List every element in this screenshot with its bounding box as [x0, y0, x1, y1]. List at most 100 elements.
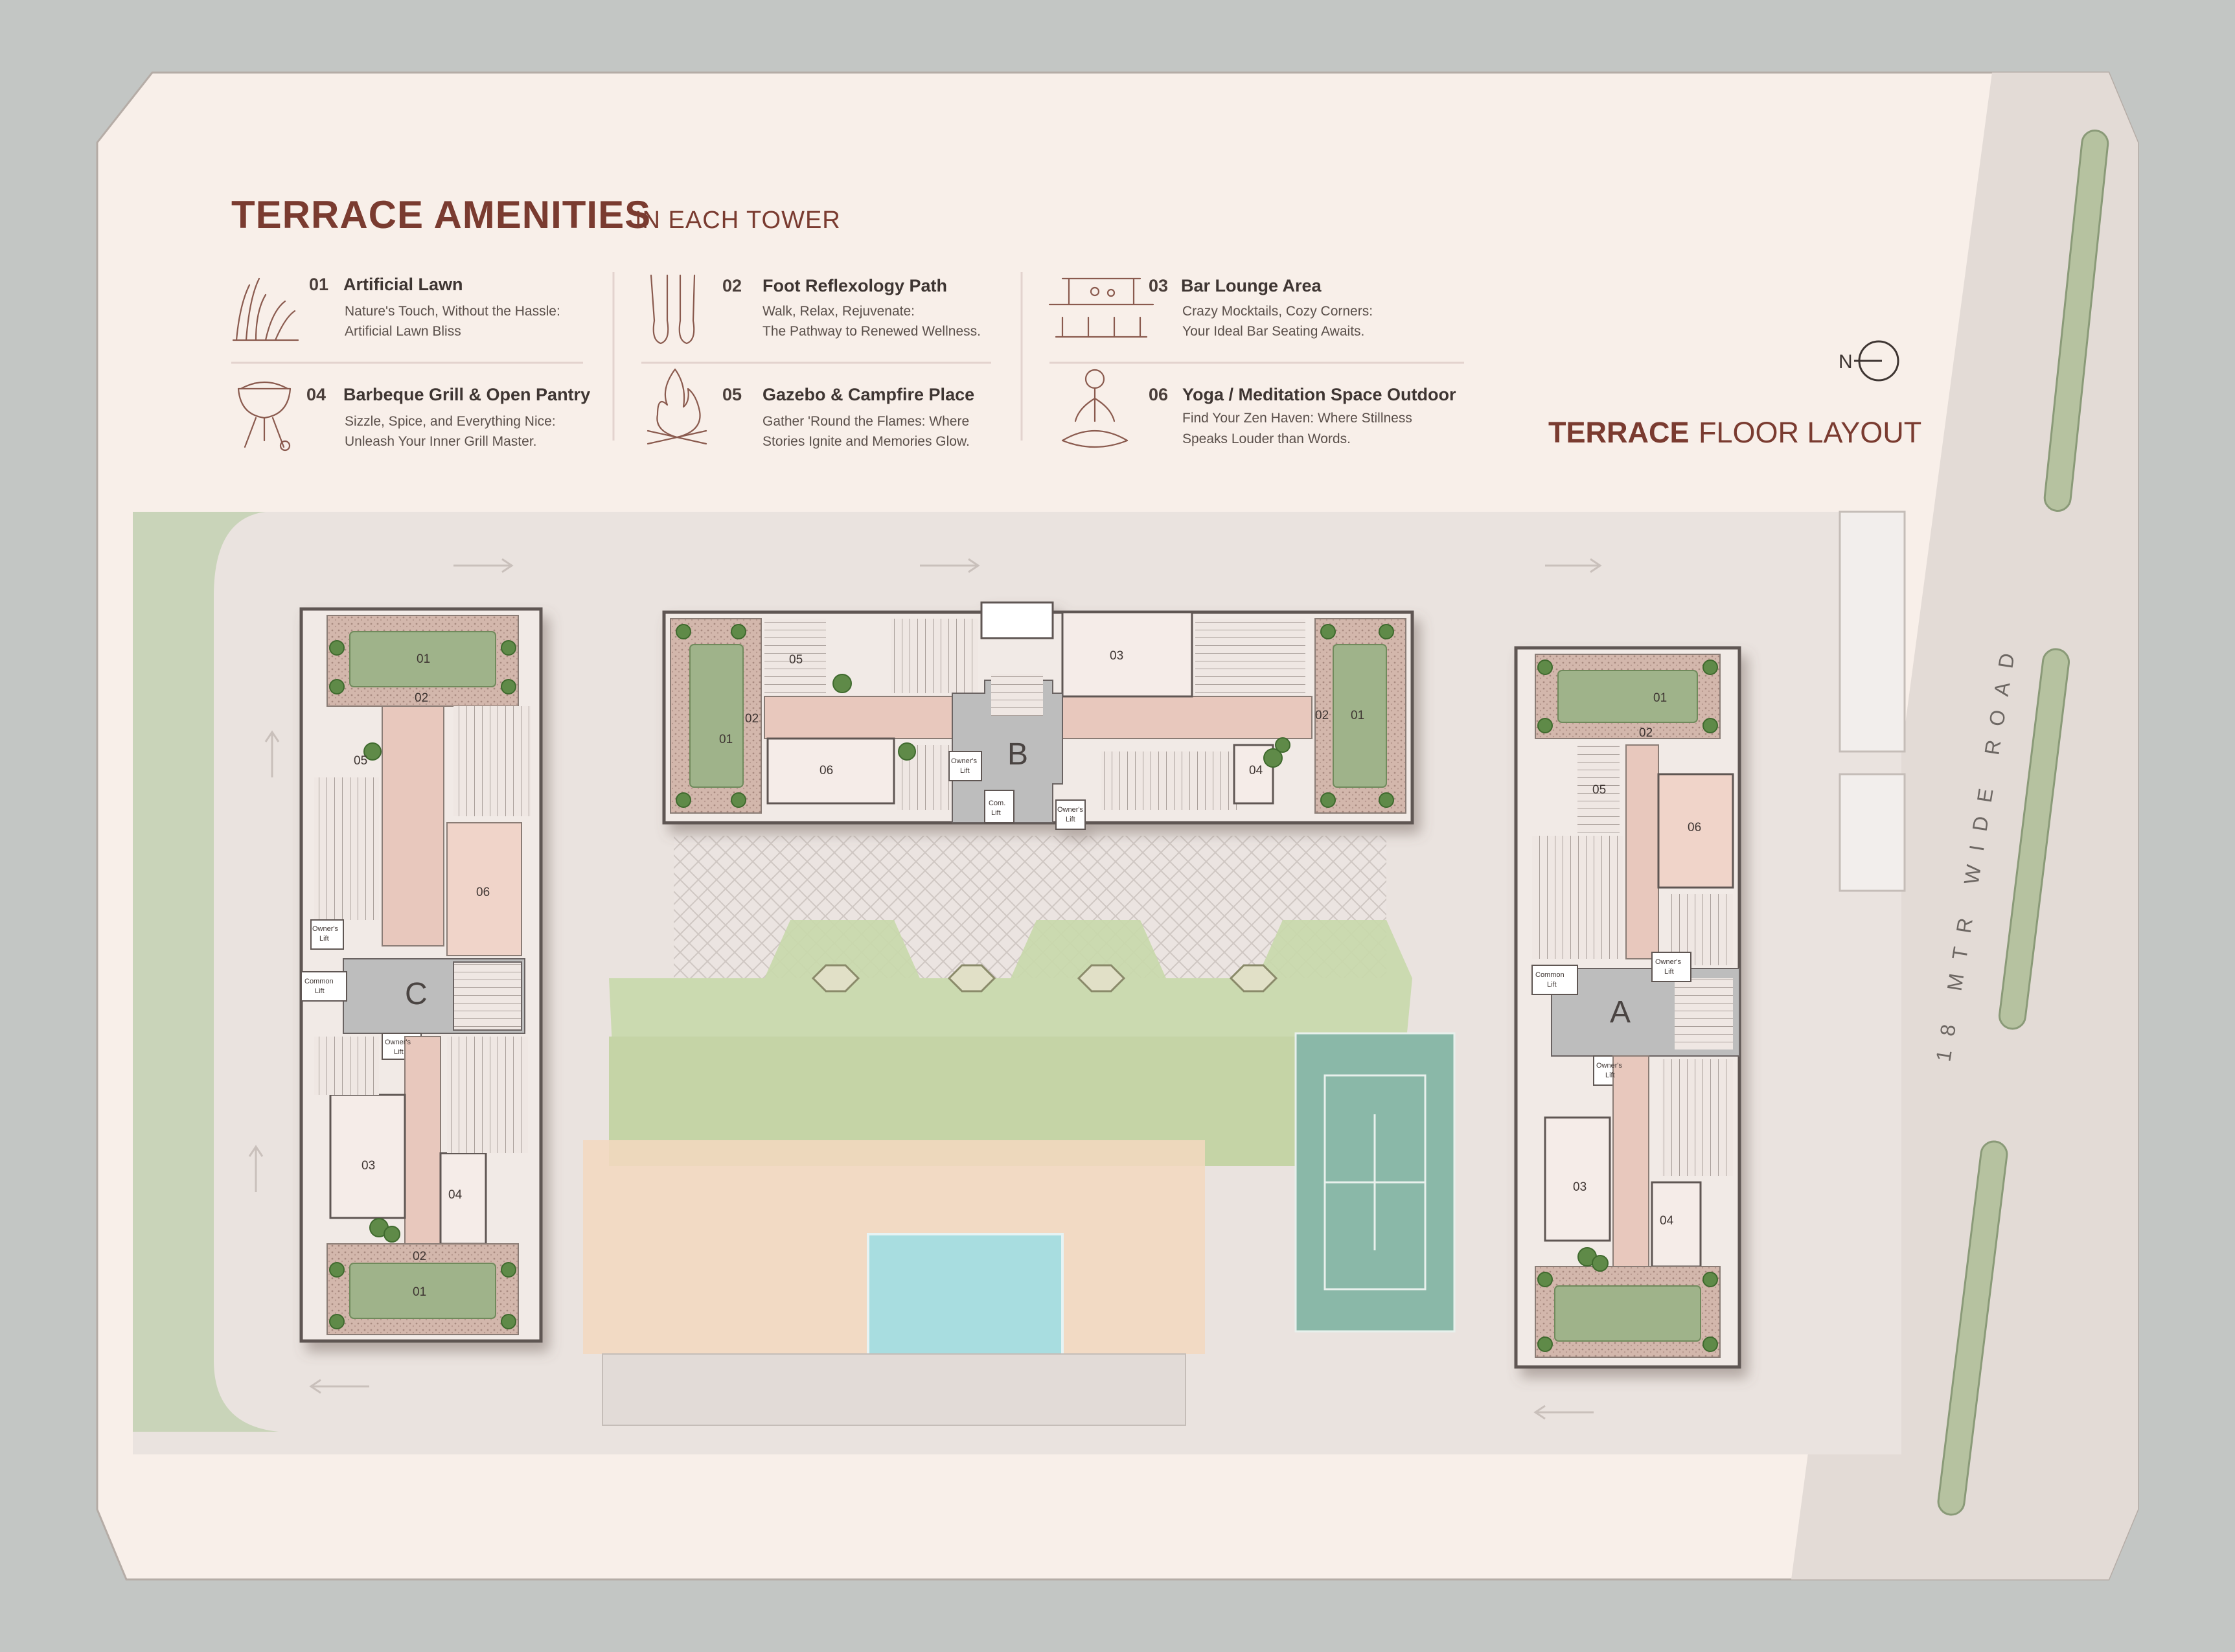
svg-text:Barbeque Grill & Open Pantry: Barbeque Grill & Open Pantry: [343, 385, 590, 404]
svg-text:Yoga / Meditation Space Outdoo: Yoga / Meditation Space Outdoor: [1182, 385, 1456, 404]
svg-text:01: 01: [417, 652, 430, 666]
svg-text:01: 01: [719, 733, 733, 746]
svg-text:05: 05: [354, 754, 367, 768]
svg-text:N: N: [1839, 351, 1853, 373]
svg-text:04: 04: [306, 385, 326, 404]
entrance-drive: [1839, 511, 1906, 753]
svg-text:01: 01: [1653, 691, 1667, 705]
tower-a-labels: 01 02 03 04 05 06 A Common Lift Owner's …: [1535, 691, 1701, 1228]
svg-text:Foot Reflexology Path: Foot Reflexology Path: [762, 276, 947, 295]
svg-text:Owner's: Owner's: [1057, 806, 1083, 814]
site-green-edge: [133, 512, 453, 1432]
traffic-arrows: [248, 558, 1602, 1420]
court-lines: [1324, 1074, 1427, 1291]
svg-text:Stories Ignite and Memories Gl: Stories Ignite and Memories Glow.: [762, 434, 970, 449]
amenity-01: 01 Artificial Lawn Nature's Touch, Witho…: [232, 275, 560, 341]
tower-b-trees: [676, 624, 1394, 808]
svg-text:03: 03: [1110, 649, 1123, 663]
amenity-02: 02 Foot Reflexology Path Walk, Relax, Re…: [650, 274, 981, 345]
svg-text:Crazy Mocktails, Cozy Corners:: Crazy Mocktails, Cozy Corners:: [1182, 304, 1373, 319]
svg-text:Artificial Lawn Bliss: Artificial Lawn Bliss: [345, 324, 461, 339]
svg-text:B: B: [1007, 737, 1028, 772]
svg-text:05: 05: [1592, 783, 1606, 797]
svg-text:Owner's: Owner's: [1596, 1062, 1622, 1070]
svg-text:Nature's Touch, Without the Ha: Nature's Touch, Without the Hassle:: [345, 304, 560, 319]
svg-text:Com.: Com.: [989, 799, 1005, 807]
svg-text:02: 02: [413, 1250, 426, 1263]
svg-text:Bar Lounge Area: Bar Lounge Area: [1181, 276, 1322, 295]
svg-text:Gazebo & Campfire Place: Gazebo & Campfire Place: [762, 385, 974, 404]
svg-text:Lift: Lift: [1664, 968, 1674, 976]
svg-text:Sizzle, Spice, and Everything: Sizzle, Spice, and Everything Nice:: [345, 414, 556, 429]
amenity-05: 05 Gazebo & Campfire Place Gather 'Round…: [647, 368, 974, 449]
svg-text:03: 03: [1573, 1180, 1587, 1194]
svg-text:04: 04: [1249, 764, 1263, 777]
tower-c-trees: [329, 640, 516, 1329]
svg-text:Owner's: Owner's: [385, 1038, 411, 1046]
page-subtitle: IN EACH TOWER: [635, 207, 841, 234]
svg-text:Lift: Lift: [991, 809, 1001, 817]
gazebos: [811, 964, 1278, 992]
svg-text:Unleash Your Inner Grill Maste: Unleash Your Inner Grill Master.: [345, 434, 536, 449]
svg-text:02: 02: [722, 276, 742, 295]
svg-text:Walk, Relax, Rejuvenate:: Walk, Relax, Rejuvenate:: [762, 304, 915, 319]
grass-icon: [232, 277, 299, 341]
svg-text:Lift: Lift: [394, 1048, 404, 1056]
svg-text:Lift: Lift: [1547, 981, 1557, 989]
svg-text:Common: Common: [304, 978, 334, 985]
svg-text:04: 04: [1660, 1214, 1674, 1228]
svg-text:02: 02: [1315, 709, 1329, 722]
svg-text:Your Ideal Bar Seating Awaits.: Your Ideal Bar Seating Awaits.: [1182, 324, 1364, 339]
road-median-planters: [1937, 130, 2109, 1516]
lower-parking-strip: [602, 1353, 1186, 1426]
tower-a-trees: [1537, 660, 1718, 1352]
svg-text:Lift: Lift: [1605, 1072, 1615, 1079]
page-title: TERRACE AMENITIES: [231, 193, 651, 236]
svg-text:Owner's: Owner's: [312, 925, 338, 933]
svg-text:06: 06: [1688, 821, 1701, 834]
grill-icon: [237, 382, 292, 452]
svg-text:Lift: Lift: [1066, 816, 1075, 823]
svg-text:Artificial Lawn: Artificial Lawn: [343, 275, 463, 294]
amenity-06: 06 Yoga / Meditation Space Outdoor Find …: [1061, 369, 1456, 448]
svg-text:Find Your Zen Haven: Where Sti: Find Your Zen Haven: Where Stillness: [1182, 411, 1412, 426]
feet-icon: [650, 274, 696, 345]
svg-text:Owner's: Owner's: [951, 757, 977, 765]
amenity-03: 03 Bar Lounge Area Crazy Mocktails, Cozy…: [1048, 276, 1373, 339]
svg-text:Gather 'Round the Flames: Wher: Gather 'Round the Flames: Where: [762, 414, 969, 429]
svg-text:05: 05: [789, 653, 803, 667]
svg-text:Owner's: Owner's: [1655, 958, 1681, 966]
svg-text:Lift: Lift: [960, 767, 970, 775]
amenity-04: 04 Barbeque Grill & Open Pantry Sizzle, …: [237, 382, 590, 452]
svg-text:02: 02: [745, 712, 759, 726]
svg-text:Lift: Lift: [315, 987, 325, 995]
svg-text:Common: Common: [1535, 971, 1564, 979]
svg-text:02: 02: [1639, 726, 1653, 740]
svg-text:02: 02: [415, 691, 428, 705]
svg-text:06: 06: [820, 764, 833, 777]
svg-text:Speaks Louder than Words.: Speaks Louder than Words.: [1182, 431, 1351, 446]
tower-c: [299, 607, 543, 1343]
svg-text:06: 06: [476, 886, 490, 899]
svg-text:03: 03: [1149, 276, 1168, 295]
yoga-icon: [1061, 369, 1129, 448]
north-arrow-icon: N: [1839, 340, 1899, 382]
tower-a: [1514, 646, 1741, 1369]
svg-text:The Pathway to Renewed Wellnes: The Pathway to Renewed Wellness.: [762, 324, 981, 339]
tower-b-labels: 01 02 03 04 05 06 02 01 B Owner's Lift C…: [719, 649, 1364, 823]
tower-c-labels: 01 02 05 06 03 04 02 01 C Owner's Lift C…: [304, 652, 490, 1299]
svg-text:C: C: [405, 977, 428, 1011]
layout-title: TERRACE FLOOR LAYOUT: [1548, 416, 1921, 449]
campfire-icon: [647, 368, 707, 445]
bar-lounge-icon: [1048, 277, 1154, 338]
svg-text:01: 01: [309, 275, 328, 294]
svg-text:05: 05: [722, 385, 742, 404]
svg-text:Lift: Lift: [319, 935, 329, 943]
svg-text:A: A: [1610, 995, 1631, 1029]
svg-text:06: 06: [1149, 385, 1168, 404]
svg-text:03: 03: [361, 1159, 375, 1173]
tower-b: [662, 601, 1414, 830]
svg-text:04: 04: [448, 1188, 463, 1202]
svg-text:01: 01: [1351, 709, 1364, 722]
